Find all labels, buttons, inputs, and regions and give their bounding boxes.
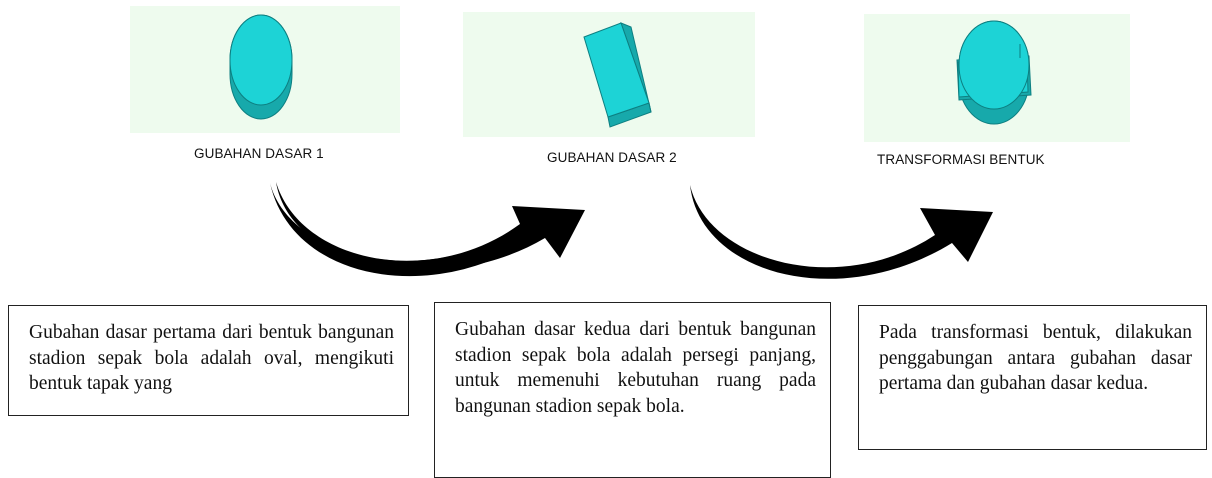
arrow-stage1-to-stage2	[270, 182, 585, 277]
stage-1-label: GUBAHAN DASAR 1	[194, 146, 324, 161]
rectangular-prism-icon	[583, 22, 652, 128]
arrow-stage2-to-stage3	[690, 185, 993, 279]
stage-3-label: TRANSFORMASI BENTUK	[877, 152, 1045, 167]
oval-prism-icon	[229, 14, 293, 120]
description-box-2: Gubahan dasar kedua dari bentuk bangunan…	[434, 302, 831, 478]
description-box-3: Pada transformasi bentuk, dilakukan peng…	[858, 305, 1207, 450]
combined-shape-icon	[956, 20, 1032, 125]
description-box-1: Gubahan dasar pertama dari bentuk bangun…	[8, 305, 409, 416]
description-2-text: Gubahan dasar kedua dari bentuk bangunan…	[455, 319, 816, 418]
stage-2-label: GUBAHAN DASAR 2	[547, 150, 677, 165]
description-3-text: Pada transformasi bentuk, dilakukan peng…	[879, 322, 1192, 395]
description-1-text: Gubahan dasar pertama dari bentuk bangun…	[29, 322, 394, 395]
